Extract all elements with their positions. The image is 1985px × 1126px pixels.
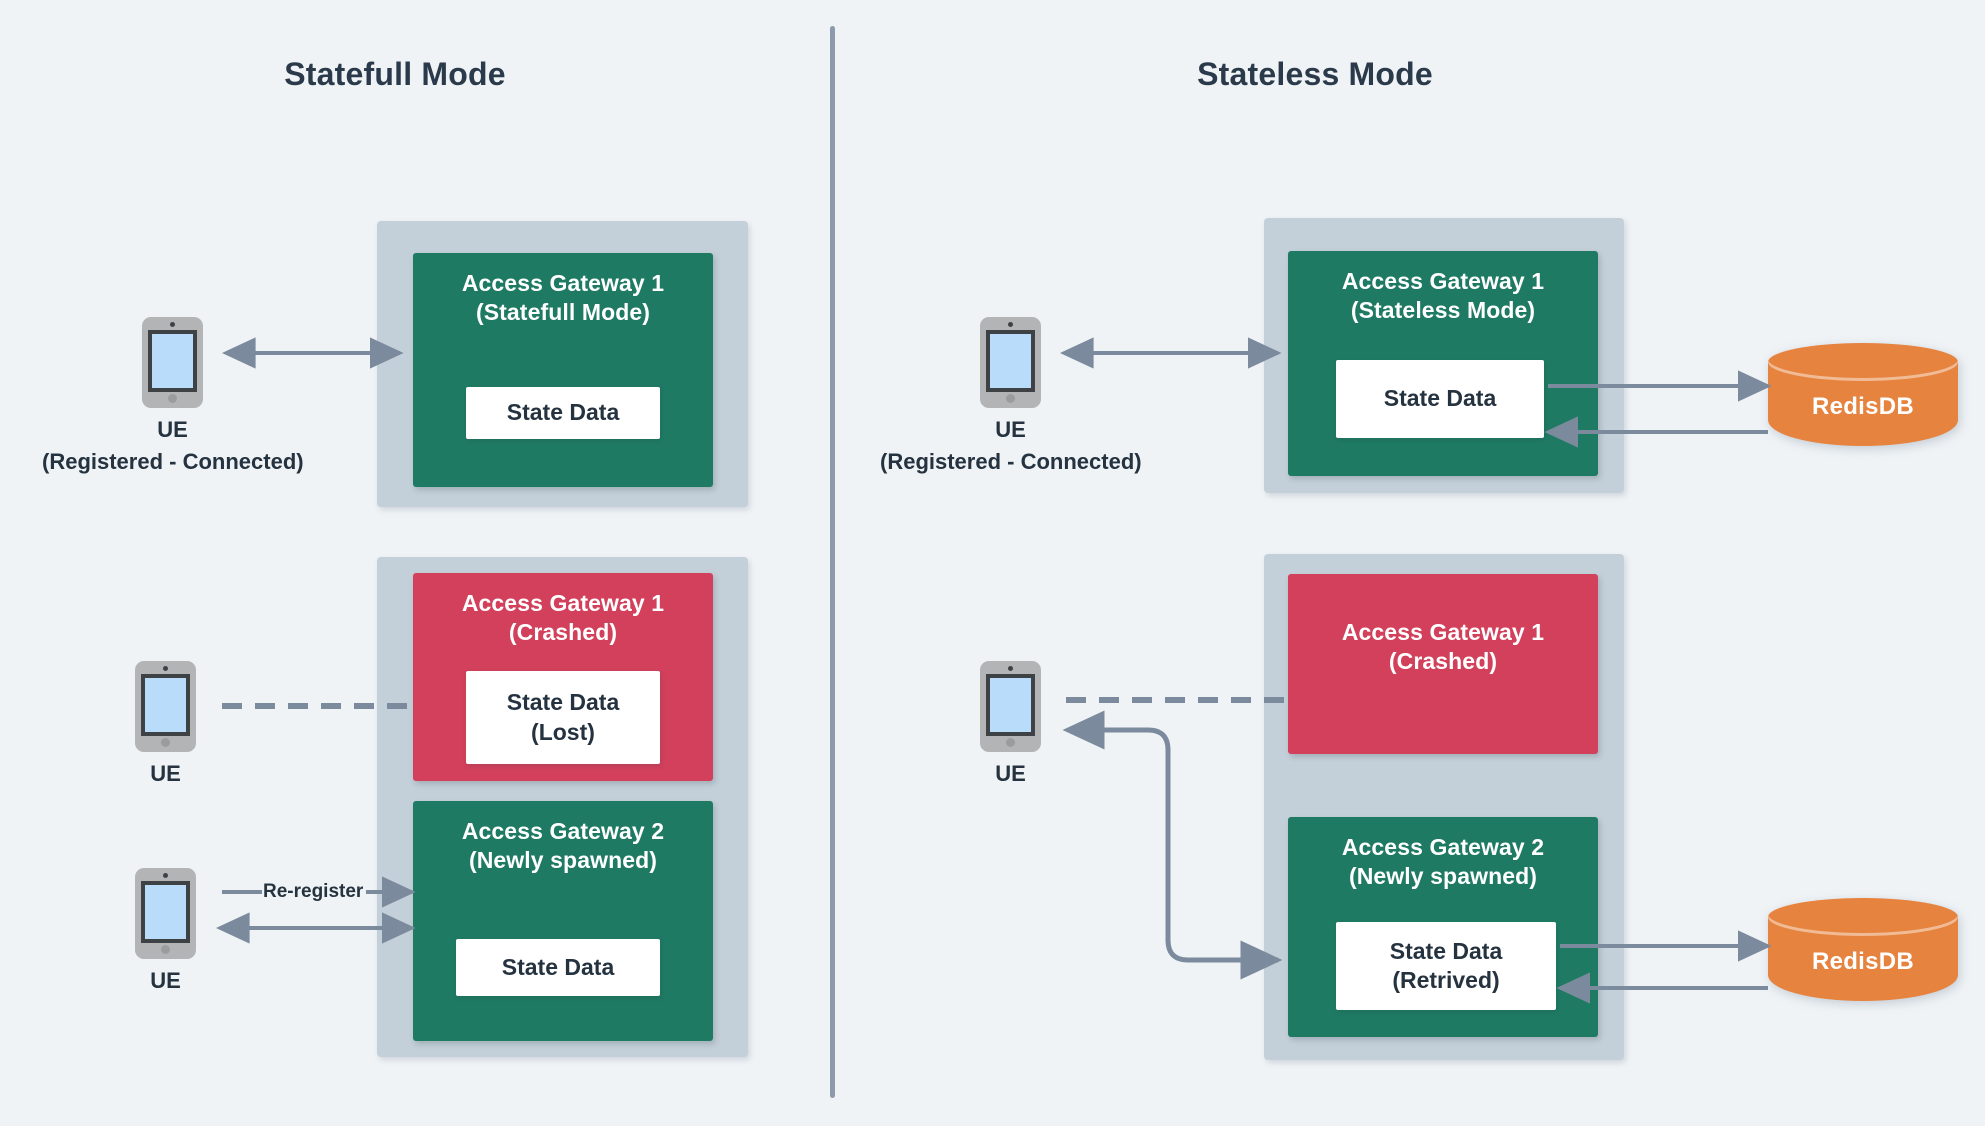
vertical-divider bbox=[830, 26, 835, 1098]
phone-screen bbox=[141, 881, 190, 943]
phone-speaker-icon bbox=[170, 322, 175, 327]
ue-label: UE bbox=[995, 417, 1026, 442]
ue-sublabel: (Registered - Connected) bbox=[880, 449, 1142, 474]
ue-label: UE bbox=[157, 417, 188, 442]
smartphone-icon bbox=[135, 868, 196, 959]
stateless-failure-ue: UE bbox=[980, 661, 1041, 787]
gateway-title: Access Gateway 2 (Newly spawned) bbox=[1341, 834, 1545, 890]
smartphone-icon bbox=[980, 317, 1041, 408]
phone-speaker-icon bbox=[1008, 322, 1013, 327]
gateway-title: Access Gateway 1 (Crashed) bbox=[461, 590, 665, 646]
stateless-failure-state-data-retrieved: State Data (Retrived) bbox=[1336, 922, 1556, 1010]
smartphone-icon bbox=[135, 661, 196, 752]
phone-screen bbox=[986, 330, 1035, 392]
database-top-icon bbox=[1768, 898, 1958, 936]
database-label: RedisDB bbox=[1811, 393, 1915, 420]
statefull-failure-ue-bottom: UE bbox=[135, 868, 196, 994]
phone-screen bbox=[141, 674, 190, 736]
database-top-icon bbox=[1768, 343, 1958, 381]
statefull-normal-state-data: State Data bbox=[466, 387, 660, 439]
gateway-title: Access Gateway 1 (Stateless Mode) bbox=[1341, 268, 1545, 324]
phone-speaker-icon bbox=[163, 666, 168, 671]
stateless-failure-database[interactable]: RedisDB bbox=[1768, 898, 1958, 1020]
stateless-normal-database[interactable]: RedisDB bbox=[1768, 343, 1958, 465]
gateway-title: Access Gateway 1 (Crashed) bbox=[1341, 619, 1545, 675]
statefull-failure-state-data-lost: State Data (Lost) bbox=[466, 671, 660, 764]
phone-screen bbox=[148, 330, 197, 392]
gateway-title: Access Gateway 2 (Newly spawned) bbox=[461, 818, 665, 874]
stateless-normal-ue: UE (Registered - Connected) bbox=[880, 317, 1142, 474]
statefull-normal-gateway[interactable]: Access Gateway 1 (Statefull Mode) bbox=[413, 253, 713, 487]
smartphone-icon bbox=[980, 661, 1041, 752]
phone-home-button-icon bbox=[161, 945, 170, 954]
stateless-normal-state-data: State Data bbox=[1336, 360, 1544, 438]
phone-screen bbox=[986, 674, 1035, 736]
connector-stateless-gateway2-to-ue bbox=[1062, 710, 1283, 980]
ue-sublabel: (Registered - Connected) bbox=[42, 449, 304, 474]
stateless-mode-title: Stateless Mode bbox=[1197, 56, 1433, 92]
smartphone-icon bbox=[142, 317, 203, 408]
database-label: RedisDB bbox=[1811, 948, 1915, 975]
statefull-failure-state-data-new: State Data bbox=[456, 939, 660, 996]
phone-speaker-icon bbox=[163, 873, 168, 878]
statefull-failure-gateway-new[interactable]: Access Gateway 2 (Newly spawned) bbox=[413, 801, 713, 1041]
statefull-failure-ue-top: UE bbox=[135, 661, 196, 787]
phone-home-button-icon bbox=[161, 738, 170, 747]
phone-home-button-icon bbox=[168, 394, 177, 403]
statefull-mode-title: Statefull Mode bbox=[284, 56, 506, 92]
statefull-normal-ue: UE (Registered - Connected) bbox=[42, 317, 304, 474]
phone-home-button-icon bbox=[1006, 738, 1015, 747]
ue-label: UE bbox=[150, 761, 181, 786]
statefull-failure-gateway-crashed[interactable]: Access Gateway 1 (Crashed) bbox=[413, 573, 713, 781]
phone-speaker-icon bbox=[1008, 666, 1013, 671]
phone-home-button-icon bbox=[1006, 394, 1015, 403]
ue-label: UE bbox=[150, 968, 181, 993]
gateway-title: Access Gateway 1 (Statefull Mode) bbox=[461, 270, 665, 326]
ue-label: UE bbox=[995, 761, 1026, 786]
re-register-label: Re-register bbox=[259, 881, 368, 903]
stateless-failure-gateway-crashed[interactable]: Access Gateway 1 (Crashed) bbox=[1288, 574, 1598, 754]
